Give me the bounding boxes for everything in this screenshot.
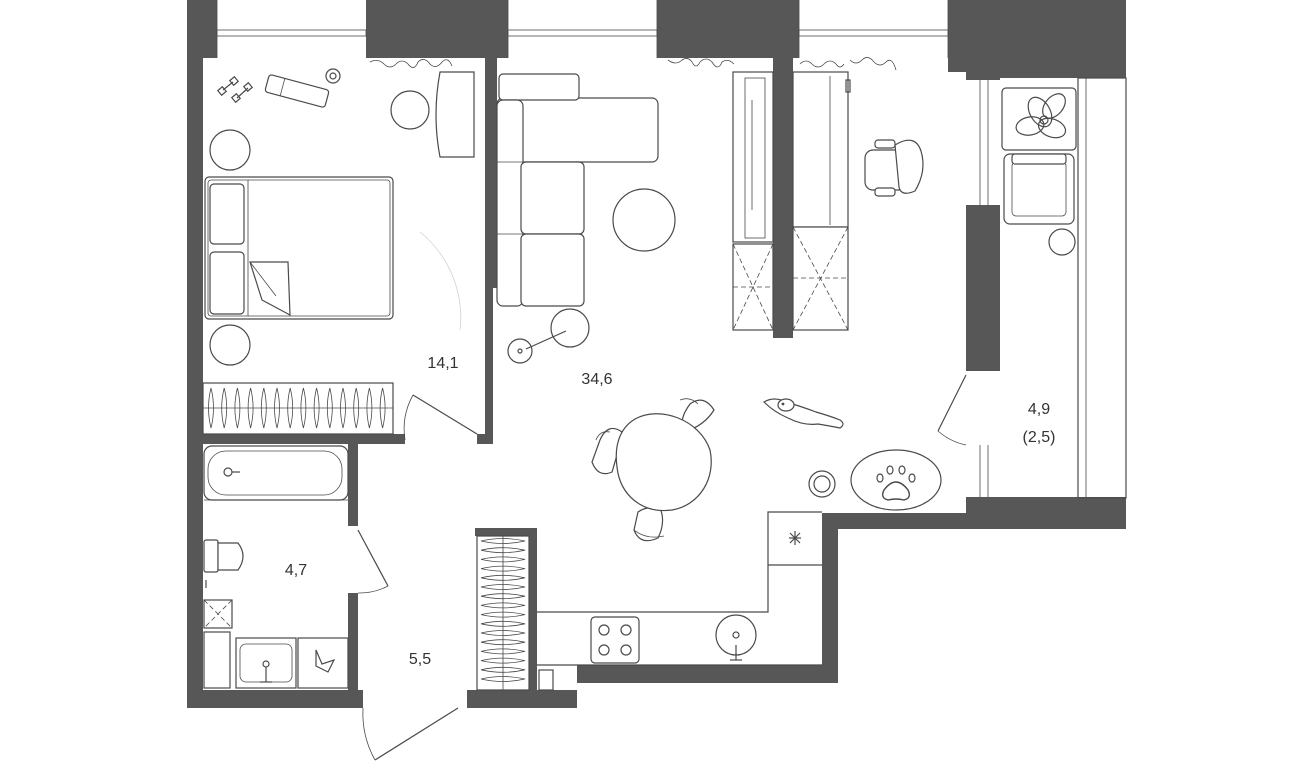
hanger-icon: [366, 387, 373, 429]
stove-icon: [590, 616, 640, 664]
wardrobe-hangers: [480, 538, 526, 682]
area-label-living: 34,6: [581, 371, 612, 388]
hanger-icon: [260, 387, 267, 429]
hanger-icon: [480, 538, 526, 544]
hanger-icon: [480, 666, 526, 673]
hanger-icon: [340, 387, 346, 429]
bedroom-furniture: [202, 68, 475, 435]
hanger-icon: [480, 620, 526, 627]
hanger-icon: [287, 387, 294, 429]
hanger-icon: [480, 676, 526, 682]
hanger-icon: [480, 593, 526, 600]
hanger-icon: [300, 387, 307, 429]
dog-icon: [763, 398, 844, 429]
toilet-icon: [203, 539, 244, 588]
spark-icon: [789, 531, 801, 545]
bench-icon: [264, 74, 330, 108]
hanger-icon: [379, 387, 386, 429]
hanger-icon: [480, 556, 526, 563]
hanger-icon: [480, 639, 526, 646]
area-label-balcony-reduced: (2,5): [1023, 429, 1056, 446]
office-chair-icon: [864, 139, 924, 197]
kitchen: [537, 71, 924, 691]
flower-icon: [1015, 93, 1067, 139]
hanger-icon: [480, 657, 526, 664]
hanger-icon: [480, 611, 526, 618]
area-label-balcony: 4,9: [1028, 401, 1050, 418]
balcony-furniture: [1001, 87, 1077, 256]
walls: [187, 0, 1127, 708]
living-furniture: [496, 73, 942, 542]
dining-set: [591, 398, 715, 542]
hanger-icon: [480, 602, 526, 609]
hanger-icon: [274, 387, 280, 429]
hanger-icon: [480, 565, 526, 572]
area-label-bathroom: 4,7: [285, 562, 307, 579]
wardrobe-hangers: [208, 387, 386, 429]
bathroom-fixtures: [203, 445, 349, 689]
area-labels: 14,1 34,6 4,7 5,5 4,9 (2,5): [285, 355, 1056, 668]
area-label-bedroom: 14,1: [427, 355, 458, 372]
area-label-hallway: 5,5: [409, 651, 431, 668]
hanger-icon: [480, 648, 526, 655]
paw-icon: [876, 465, 916, 501]
hanger-icon: [234, 387, 241, 429]
hanger-icon: [221, 387, 228, 429]
dumbbell-icon: [216, 75, 254, 104]
hanger-icon: [326, 387, 333, 429]
hanger-icon: [480, 584, 526, 590]
hanger-icon: [353, 387, 360, 429]
hanger-icon: [247, 387, 254, 429]
hanger-icon: [208, 387, 214, 429]
sink-icon: [715, 614, 757, 661]
hanger-icon: [480, 630, 526, 636]
hanger-icon: [313, 387, 320, 429]
doors: [357, 374, 967, 761]
hanger-icon: [480, 547, 526, 554]
curtains: [369, 57, 897, 71]
hanger-icon: [480, 574, 526, 581]
